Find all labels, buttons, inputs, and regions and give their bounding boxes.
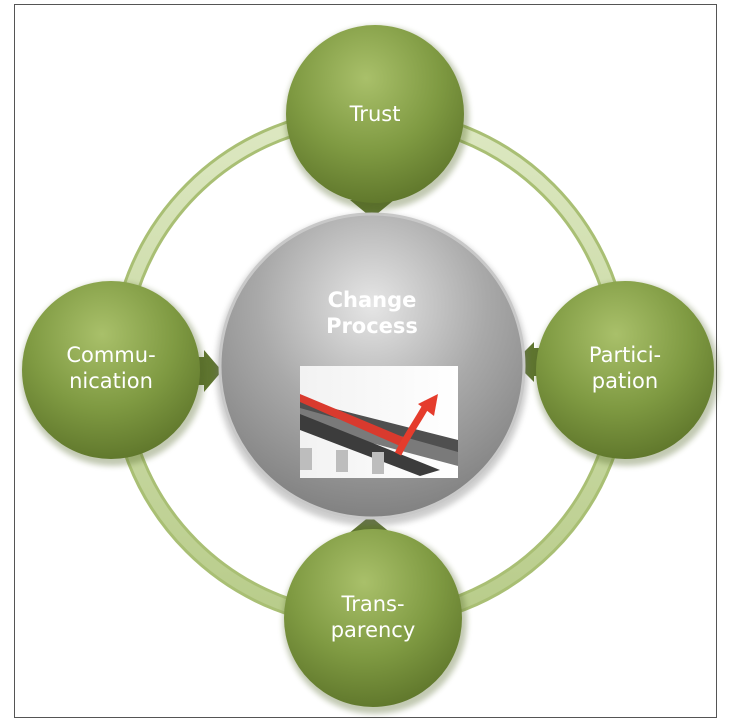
node-transparency-label-line1: Trans- <box>340 592 404 616</box>
node-transparency: Trans- parency <box>283 529 467 714</box>
node-participation-label-line1: Partici- <box>589 343 661 367</box>
node-transparency-label-line2: parency <box>331 618 416 642</box>
node-trust: Trust <box>285 25 469 210</box>
center-node: Change Process <box>216 212 528 526</box>
center-title-line2: Process <box>326 314 418 338</box>
node-communication-label-line2: nication <box>69 369 153 393</box>
node-communication: Commu- nication <box>21 281 205 466</box>
rising-arrow-illustration <box>300 366 458 478</box>
node-participation-label-line2: pation <box>592 369 658 393</box>
center-title-line1: Change <box>328 288 417 312</box>
node-participation: Partici- pation <box>535 281 719 466</box>
node-communication-label-line1: Commu- <box>66 343 155 367</box>
node-trust-label: Trust <box>349 102 401 126</box>
